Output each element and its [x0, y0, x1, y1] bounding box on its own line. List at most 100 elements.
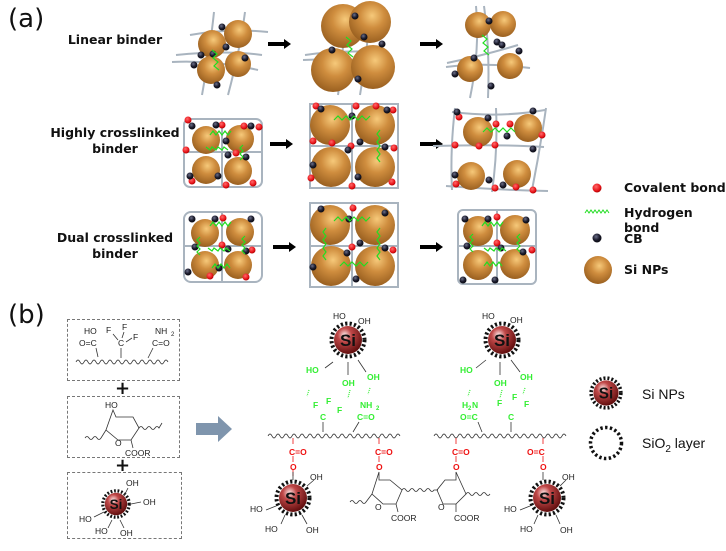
- chem-label: OH: [358, 316, 371, 326]
- highly-stage-2: [307, 102, 399, 190]
- chem-label: O: [115, 438, 122, 448]
- chem-label: OH: [367, 372, 380, 382]
- chem-label: F: [512, 392, 517, 402]
- dual-stage-2: [309, 202, 399, 288]
- chem-label: OH: [342, 378, 355, 388]
- chem-label: HO: [84, 326, 97, 336]
- hydrogen-bond-icon: [584, 209, 610, 214]
- row-label-highly-crosslinked: Highly crosslinked binder: [45, 125, 185, 157]
- chem-label: C=O: [452, 447, 470, 457]
- chem-label: F: [133, 332, 138, 342]
- chem-label: NH: [155, 326, 167, 336]
- linear-stage-2: [302, 1, 395, 96]
- reaction-arrow-icon: [196, 416, 232, 442]
- chem-label: H: [462, 400, 468, 410]
- arrow-icon: [289, 242, 296, 252]
- chem-label: OH: [494, 378, 507, 388]
- legend-cb-label: CB: [624, 231, 643, 246]
- chem-label: COOR: [125, 448, 151, 458]
- chem-label: O=C: [460, 412, 478, 422]
- chem-label: C=O: [375, 447, 393, 457]
- legend-a-icons: [584, 183, 612, 284]
- chem-label: C: [118, 338, 124, 348]
- chem-label: F: [326, 396, 331, 406]
- chem-label: HO: [95, 526, 108, 536]
- chem-label: F: [313, 400, 318, 410]
- legend-hydrogen-bond-label: Hydrogen bond: [624, 205, 693, 235]
- dual-stage-3: [457, 209, 537, 285]
- chem-label: O=C: [79, 338, 97, 348]
- arrow-icon: [286, 139, 293, 149]
- panel-a-label: (a): [8, 4, 45, 34]
- row-label-linear-text: Linear binder: [67, 32, 163, 47]
- chem-label: OH: [306, 525, 319, 535]
- chem-label: COOR: [391, 513, 417, 523]
- panel-b-illustration: Si HO O=C F F F C NH 2 C=O HO O COOR OH …: [75, 311, 624, 538]
- row-label-highly-line1: Highly crosslinked: [50, 125, 180, 140]
- chem-label: O: [376, 462, 383, 472]
- panel-b-label: (b): [8, 300, 45, 330]
- chem-label: 2: [171, 332, 175, 338]
- chem-label: N: [472, 400, 478, 410]
- arrow-icon: [436, 139, 443, 149]
- plus-sign: +: [115, 378, 131, 399]
- chem-label: F: [497, 398, 502, 408]
- chem-label: HO: [265, 524, 278, 534]
- chem-label: O: [290, 462, 297, 472]
- chem-label: HO: [306, 365, 319, 375]
- chem-label: F: [524, 399, 529, 409]
- covalent-bond-icon: [592, 183, 602, 193]
- plus-sign: +: [115, 455, 131, 476]
- highly-stage-1: [182, 116, 263, 189]
- chem-label: C=O: [289, 447, 307, 457]
- reactant-box-alginate: [67, 396, 180, 458]
- legend-si-nps-label: Si NPs: [624, 262, 669, 277]
- chem-label: 2: [468, 406, 472, 412]
- sio2-label-suffix: layer: [670, 435, 706, 451]
- si-np-icon: [584, 256, 612, 284]
- highly-stage-3: [432, 107, 549, 194]
- chem-label: OH: [560, 525, 573, 535]
- legend-sio2-layer-label: SiO2 layer: [642, 435, 705, 455]
- row-label-dual-line1: Dual crosslinked: [56, 230, 174, 245]
- sio2-label-subscript: 2: [665, 443, 671, 455]
- chem-label: HO: [504, 504, 517, 514]
- chem-label: HO: [79, 514, 92, 524]
- linear-stage-1: [171, 11, 269, 96]
- cb-icon: [592, 233, 602, 243]
- chem-label: HO: [520, 524, 533, 534]
- arrow-icon: [436, 242, 443, 252]
- arrow-icon: [436, 39, 443, 49]
- chem-label: OH: [143, 497, 156, 507]
- chem-label: O: [375, 502, 382, 512]
- row-label-dual-line2: binder: [92, 246, 138, 261]
- chem-label: F: [122, 322, 127, 332]
- chem-label: O=C: [527, 447, 545, 457]
- reactant-polymer-structure: HO O=C F F F C NH 2 C=O: [75, 322, 175, 365]
- chem-label: NH: [360, 400, 372, 410]
- chem-label: OH: [510, 315, 523, 325]
- chem-label: HO: [460, 365, 473, 375]
- panel-a-illustration: [171, 1, 612, 288]
- chem-label: HO: [333, 311, 346, 321]
- chem-label: HO: [105, 400, 118, 410]
- chem-label: C: [508, 412, 514, 422]
- reactant-box-polymer: [67, 319, 180, 381]
- row-label-dual-crosslinked: Dual crosslinked binder: [45, 230, 185, 262]
- si-np-legend-icon: [589, 376, 623, 410]
- chem-label: C=O: [357, 412, 375, 422]
- product-network: HO OH HO OH OH F F F C NH 2 C=O HO OH HO…: [250, 311, 575, 535]
- reactant-alginate-structure: HO O COOR: [84, 400, 163, 458]
- row-label-highly-line2: binder: [92, 141, 138, 156]
- chem-label: O: [453, 462, 460, 472]
- chem-label: F: [337, 405, 342, 415]
- sio2-layer-icon: [588, 425, 624, 461]
- arrow-icon: [284, 39, 291, 49]
- chem-label: C: [320, 412, 326, 422]
- chem-label: OH: [310, 472, 323, 482]
- chem-label: O: [438, 502, 445, 512]
- chem-label: 2: [376, 406, 380, 412]
- chem-label: COOR: [454, 513, 480, 523]
- reactant-box-si-np: [67, 472, 182, 539]
- sio2-label-prefix: SiO: [642, 435, 666, 451]
